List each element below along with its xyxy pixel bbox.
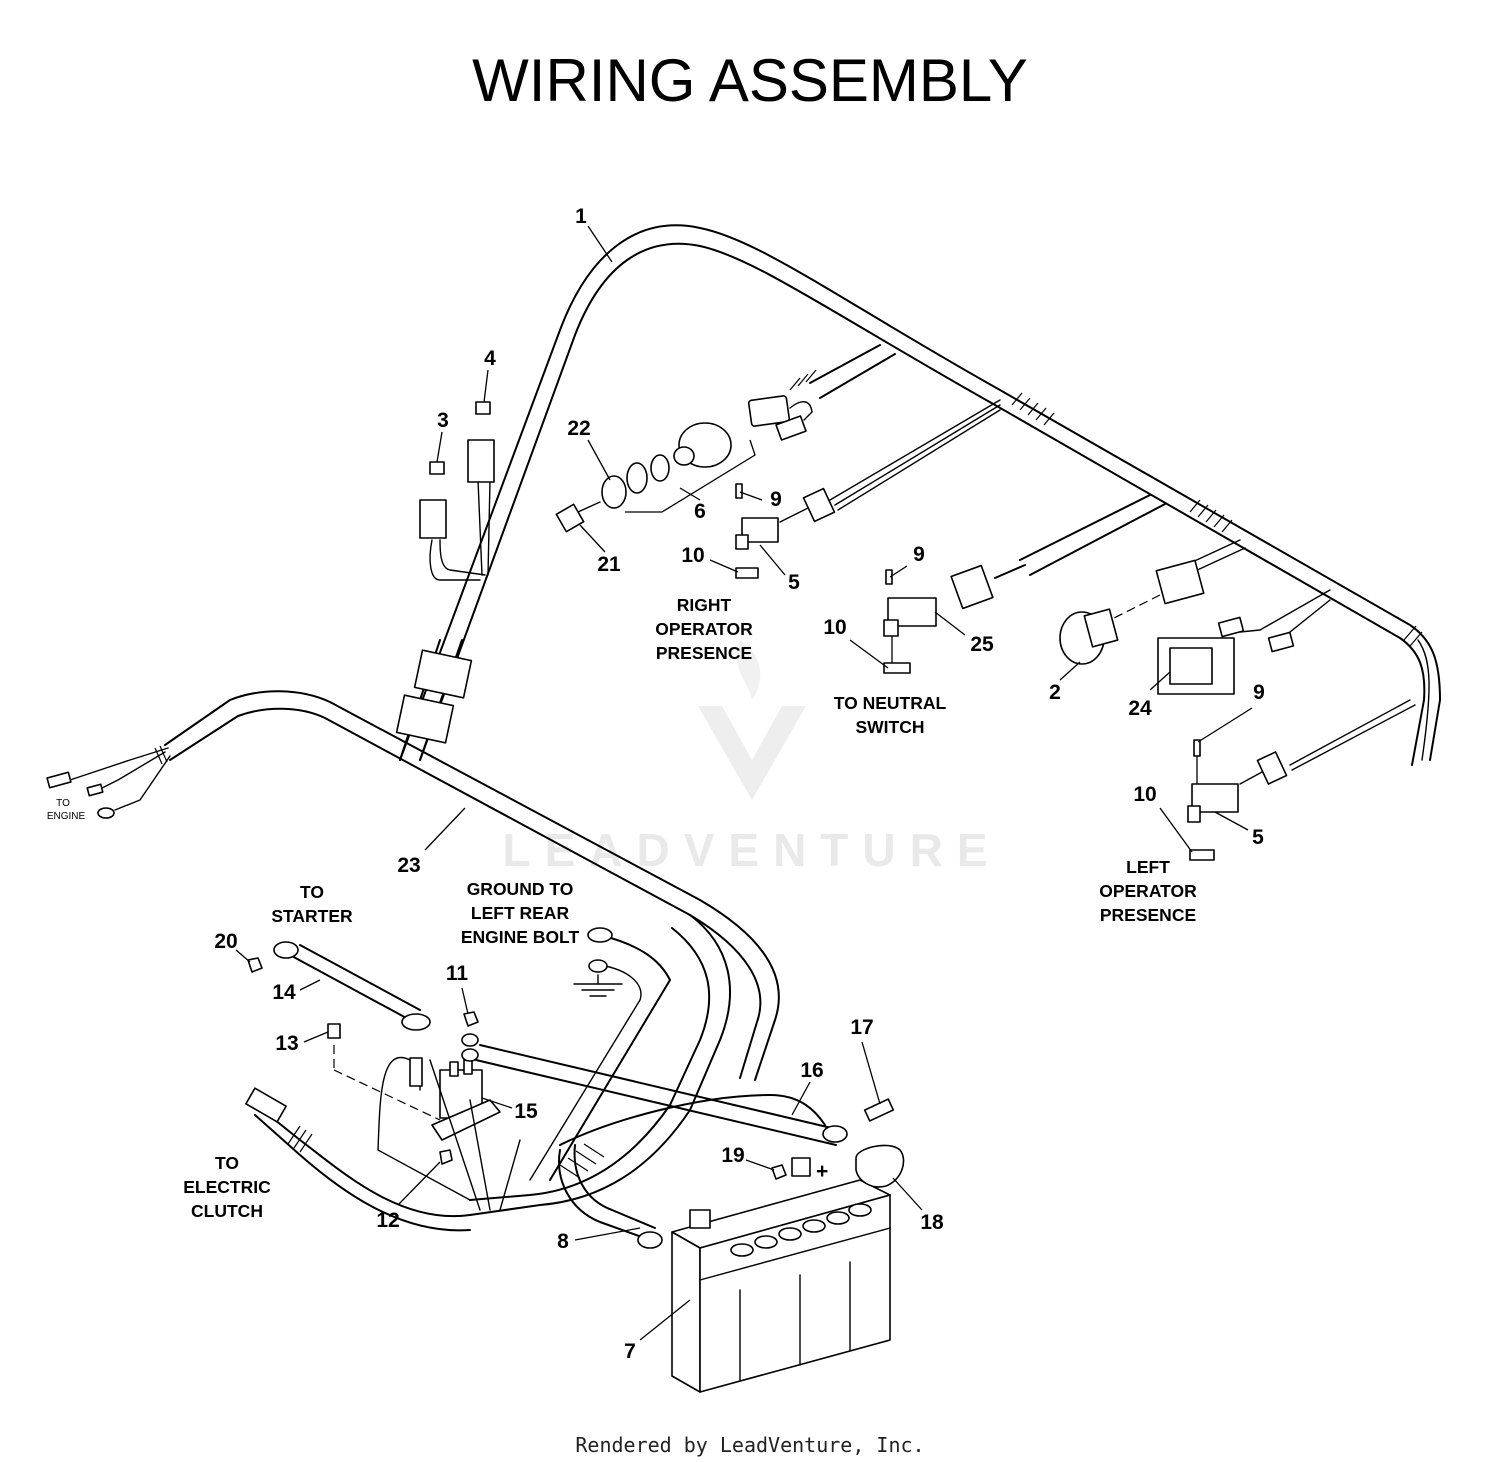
part-number-10-neutral: 10 (823, 616, 846, 639)
nut-19-icon (771, 1164, 787, 1180)
part-number-9-left: 9 (1253, 681, 1265, 704)
nut-20-icon (247, 957, 263, 973)
fuse-3-icon (429, 461, 445, 475)
part-number-11: 11 (446, 962, 469, 985)
part-number-10-left: 10 (1133, 783, 1156, 806)
label-to-electric-clutch-line3: CLUTCH (191, 1201, 263, 1221)
right-presence-screw-icon (735, 483, 743, 499)
part-number-4: 4 (484, 347, 496, 370)
left-presence-bracket-icon (1189, 849, 1215, 861)
harness-trunk (395, 639, 473, 761)
part-number-9-neutral: 9 (913, 543, 925, 566)
battery-positive-sign: + (816, 1160, 828, 1183)
part-number-25: 25 (970, 633, 994, 656)
label-right-operator-presence-line1: RIGHT (677, 595, 732, 615)
footer-credit: Rendered by LeadVenture, Inc. (575, 1433, 924, 1457)
neutral-bracket-icon (883, 662, 911, 674)
part-number-19: 19 (721, 1144, 744, 1167)
right-presence-bracket-icon (735, 567, 759, 579)
label-to-engine-line2: ENGINE (47, 811, 86, 822)
bolt-17-icon (863, 1098, 895, 1122)
part-number-12: 12 (376, 1209, 399, 1232)
right-operator-presence-switch (735, 399, 1001, 579)
fuse-4-icon (475, 401, 491, 415)
part-number-22: 22 (567, 417, 590, 440)
label-left-operator-presence-line3: PRESENCE (1100, 905, 1196, 925)
label-to-electric-clutch-line1: TO (215, 1153, 239, 1173)
part-number-23: 23 (397, 854, 420, 877)
label-right-operator-presence-line2: OPERATOR (655, 619, 753, 639)
label-to-electric-clutch-line2: ELECTRIC (183, 1177, 271, 1197)
clutch-connector-icon (245, 1087, 287, 1123)
label-to-neutral-switch-line1: TO NEUTRAL (834, 693, 947, 713)
ignition-nut-icon (601, 475, 627, 509)
label-ground-line3: ENGINE BOLT (461, 927, 580, 947)
positive-terminal-icon (791, 1157, 811, 1177)
part-number-13: 13 (275, 1032, 298, 1055)
label-left-operator-presence-line2: OPERATOR (1099, 881, 1197, 901)
label-to-starter-line1: TO (300, 882, 324, 902)
left-operator-presence-switch (1187, 699, 1416, 861)
battery-group: + (558, 1144, 905, 1393)
terminal-cover-18-icon (855, 1144, 905, 1188)
nut-12-icon (439, 1149, 453, 1165)
part-number-2: 2 (1049, 681, 1061, 704)
left-presence-screw-icon (1193, 739, 1201, 757)
fuse-holder-4 (467, 439, 495, 483)
label-to-neutral-switch-line2: SWITCH (855, 717, 924, 737)
part-number-20: 20 (214, 930, 237, 953)
part-number-21: 21 (597, 553, 621, 576)
part-number-24: 24 (1128, 697, 1152, 720)
nut-11-icon (463, 1011, 479, 1027)
part-number-18: 18 (920, 1211, 944, 1234)
ignition-key-icon (555, 503, 585, 533)
label-left-operator-presence-line1: LEFT (1126, 857, 1170, 877)
leader-lines (235, 225, 1253, 1341)
watermark-text: LEADVENTURE (502, 824, 1001, 876)
lower-harness (46, 690, 780, 1232)
alarm-and-meter (1059, 539, 1331, 695)
neutral-screw-icon (885, 569, 893, 585)
part-number-6: 6 (694, 500, 706, 523)
label-to-engine-line1: TO (56, 798, 70, 809)
label-ground-line1: GROUND TO (467, 879, 574, 899)
ignition-switch-group (555, 395, 813, 533)
bolt-13-icon (327, 1023, 341, 1039)
fuse-holder-3 (419, 499, 447, 539)
part-number-3: 3 (437, 409, 449, 432)
starter-cable-eyelet (273, 941, 299, 959)
neutral-switch (883, 564, 1026, 674)
label-to-starter-line2: STARTER (271, 906, 353, 926)
watermark: LEADVENTURE (502, 640, 1001, 876)
part-numbers: 1 2 3 4 5 5 6 7 8 9 9 9 10 10 10 11 12 1… (214, 205, 1265, 1363)
part-number-8: 8 (557, 1230, 569, 1253)
part-number-14: 14 (272, 981, 296, 1004)
starter-solenoid-group (245, 927, 895, 1211)
harness-wrap-bands (789, 369, 1423, 647)
part-number-9-right: 9 (770, 488, 782, 511)
label-ground-line2: LEFT REAR (471, 903, 570, 923)
page-title: WIRING ASSEMBLY (472, 47, 1028, 114)
fuse-holders (419, 401, 495, 581)
callout-labels: TO ENGINE RIGHT OPERATOR PRESENCE TO NEU… (47, 595, 1197, 1221)
part-number-16: 16 (800, 1059, 823, 1082)
part-number-5-left: 5 (1252, 826, 1264, 849)
part-number-5-right: 5 (788, 571, 800, 594)
main-harness (399, 224, 1441, 766)
negative-terminal-icon (689, 1209, 711, 1229)
part-number-7: 7 (624, 1340, 636, 1363)
part-number-17: 17 (850, 1016, 873, 1039)
part-number-10-right: 10 (681, 544, 704, 567)
label-right-operator-presence-line3: PRESENCE (656, 643, 752, 663)
part-number-15: 15 (514, 1100, 538, 1123)
part-number-1: 1 (575, 205, 587, 228)
